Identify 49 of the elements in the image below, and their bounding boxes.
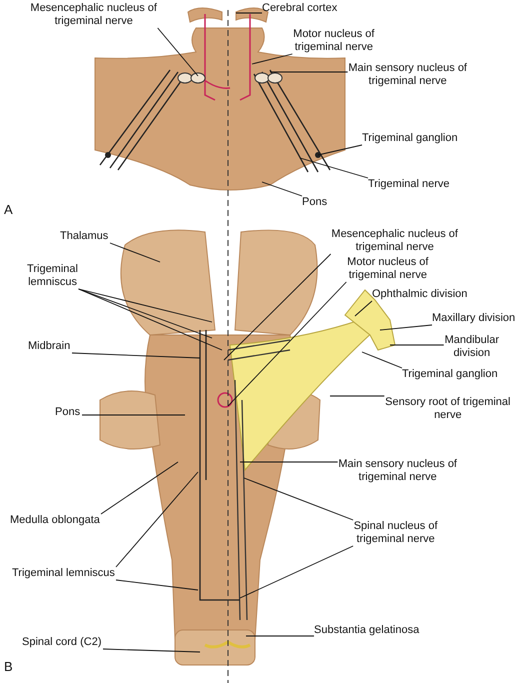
structure-label: Pons: [302, 196, 329, 209]
leader-line: [318, 144, 362, 156]
structure-label: Trigeminal nerve: [368, 178, 451, 191]
structure-label: Sensory root of trigeminal nerve: [384, 396, 512, 422]
leader-line: [252, 54, 293, 64]
structure-label: Spinal nucleus of trigeminal nerve: [353, 520, 438, 546]
leader-line: [82, 414, 186, 416]
structure-label: Pons: [55, 406, 82, 419]
leader-line: [240, 546, 354, 598]
leader-line: [300, 158, 368, 178]
structure-label: Main sensory nucleus of trigeminal nerve: [348, 62, 468, 88]
structure-label: Maxillary division: [432, 312, 517, 325]
structure-label: Cerebral cortex: [262, 2, 339, 15]
panel-letter: A: [4, 203, 13, 216]
leader-line: [157, 28, 198, 76]
leader-line: [354, 300, 372, 316]
structure-label: Substantia gelatinosa: [314, 624, 421, 637]
leader-line: [236, 12, 262, 14]
leader-line: [100, 462, 178, 514]
structure-label: Trigeminal lemniscus: [26, 263, 79, 289]
structure-label: Main sensory nucleus of trigeminal nerve: [338, 458, 458, 484]
leader-line: [110, 242, 160, 262]
structure-label: Ophthalmic division: [372, 288, 469, 301]
structure-label: Trigeminal lemniscus: [12, 567, 116, 580]
structure-label: Thalamus: [60, 230, 110, 243]
leader-line: [116, 580, 198, 590]
panel-letter: B: [4, 660, 13, 673]
structure-label: Midbrain: [28, 340, 72, 353]
leader-line: [78, 288, 222, 350]
structure-label: Trigeminal ganglion: [402, 368, 499, 381]
leader-line: [362, 352, 402, 368]
leader-line: [228, 282, 347, 406]
leader-line: [102, 648, 200, 652]
structure-label: Spinal cord (C2): [22, 636, 103, 649]
leader-line: [72, 352, 200, 358]
leader-line: [116, 472, 198, 568]
structure-label: Motor nucleus of trigeminal nerve: [292, 28, 376, 54]
leader-line: [262, 182, 302, 196]
structure-label: Mesencephalic nucleus of trigeminal nerve: [30, 2, 158, 28]
leader-line: [380, 324, 432, 330]
structure-label: Trigeminal ganglion: [362, 132, 459, 145]
leader-line: [224, 254, 332, 360]
leader-line: [244, 478, 354, 520]
structure-label: Mesencephalic nucleus of trigeminal nerve: [330, 228, 459, 254]
structure-label: Motor nucleus of trigeminal nerve: [346, 256, 430, 282]
leader-line: [78, 288, 212, 322]
leader-line: [390, 344, 444, 346]
structure-label: Mandibular division: [444, 334, 500, 360]
structure-label: Medulla oblongata: [10, 514, 101, 527]
